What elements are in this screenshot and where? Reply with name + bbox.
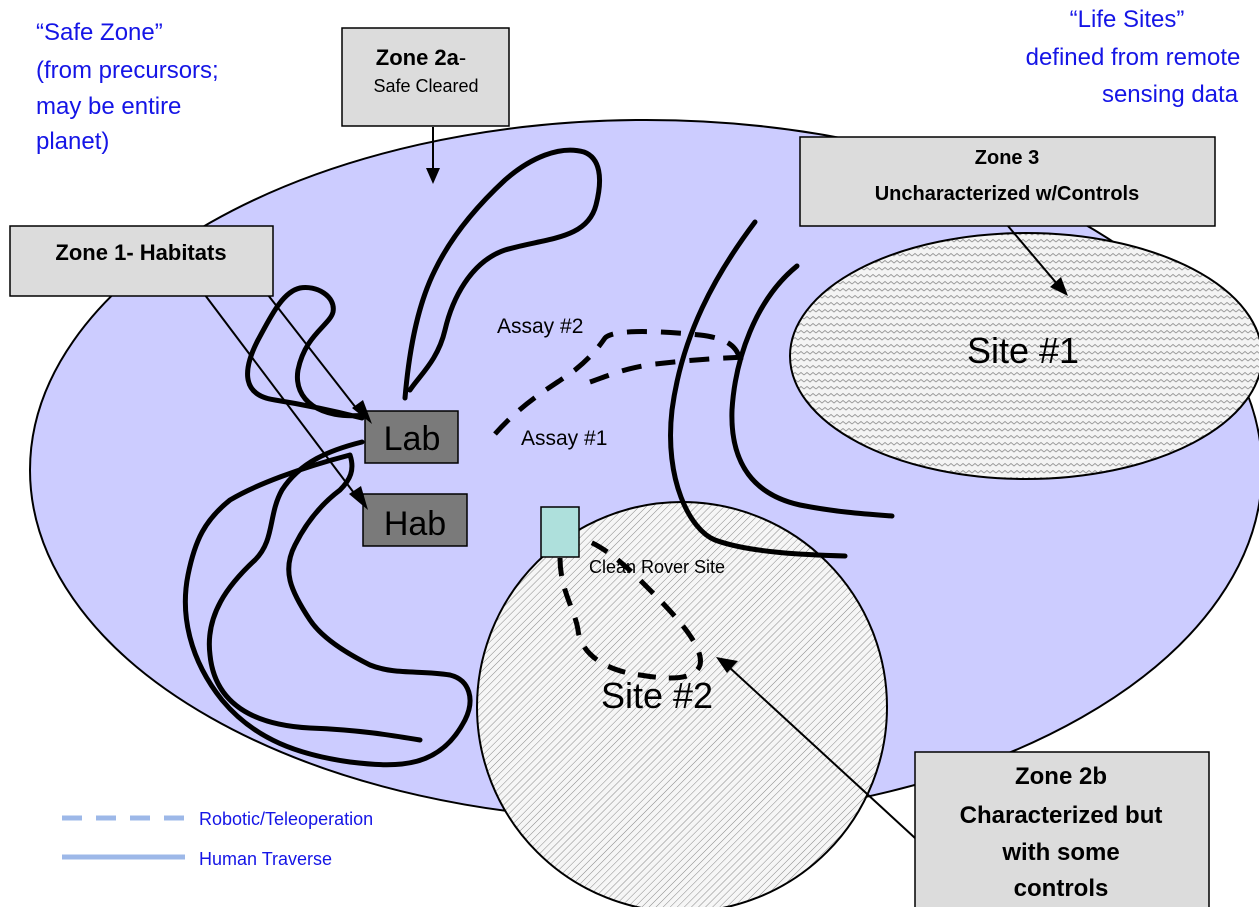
legend-robotic-label: Robotic/Teleoperation — [199, 809, 373, 829]
zone2a-title: Zone 2a- — [376, 45, 466, 70]
zone2b-arrowhead — [716, 657, 738, 673]
zone2a-subtitle: Safe Cleared — [373, 76, 478, 96]
legend: Robotic/Teleoperation Human Traverse — [62, 809, 373, 869]
assay1-label: Assay #1 — [521, 427, 607, 450]
zone1-arrow-hab — [204, 294, 358, 498]
site2-label: Site #2 — [601, 675, 713, 716]
human-traverse-path — [182, 452, 473, 768]
site1-label: Site #1 — [967, 330, 1079, 371]
robotic-path-assay1 — [493, 329, 743, 436]
zone1-arrowhead-hab — [349, 486, 368, 510]
lab-building — [364, 410, 459, 464]
zone2b-line2: Characterized but — [960, 802, 1163, 829]
zone2b-line4: controls — [1014, 875, 1109, 902]
zone2b-box — [914, 751, 1210, 907]
safe-zone-line3: may be entire — [36, 93, 181, 120]
hab-building — [362, 493, 468, 547]
life-sites-line1: “Life Sites” — [1070, 6, 1185, 33]
lab-label: Lab — [384, 420, 441, 458]
human-traverse-path — [729, 263, 895, 519]
site1-ellipse — [789, 232, 1259, 480]
human-traverse-path — [668, 219, 848, 559]
zone3-arrowhead — [1050, 277, 1068, 296]
zone3-title: Zone 3 — [975, 147, 1039, 169]
human-traverse-path — [402, 147, 603, 401]
zone3-subtitle: Uncharacterized w/Controls — [875, 183, 1140, 205]
zone1-label: Zone 1- Habitats — [55, 240, 226, 265]
arrows — [204, 127, 1068, 839]
life-sites-line3: sensing data — [1102, 81, 1239, 108]
zone2a-arrowhead — [426, 168, 440, 184]
safe-zone-annotation: “Safe Zone” (from precursors; may be ent… — [36, 19, 219, 155]
zone3-box — [799, 136, 1216, 227]
human-traverse-path — [245, 285, 368, 421]
zone2b-line3: with some — [1001, 839, 1119, 866]
clean-rover-site-label: Clean Rover Site — [589, 557, 725, 577]
hab-label: Hab — [384, 505, 446, 543]
human-traverse-path — [206, 439, 423, 743]
zone1-arrow-lab — [267, 294, 361, 414]
clean-rover-site-marker — [540, 506, 580, 558]
zone2a-box — [341, 27, 510, 127]
zone3-arrow — [1007, 225, 1059, 286]
life-sites-annotation: “Life Sites” defined from remote sensing… — [1026, 6, 1241, 108]
robotic-path-rover-loop — [557, 537, 703, 681]
assay2-label: Assay #2 — [497, 315, 583, 338]
safe-zone-line1: “Safe Zone” — [36, 19, 163, 46]
zone2b-arrow — [729, 667, 916, 839]
zone2b-line1: Zone 2b — [1015, 763, 1107, 790]
life-sites-line2: defined from remote — [1026, 44, 1241, 71]
robotic-path-assay2 — [589, 354, 749, 385]
safe-zone-line2: (from precursors; — [36, 57, 219, 84]
zone1-box — [9, 225, 274, 297]
safe-zone-line4: planet) — [36, 128, 109, 155]
legend-human-label: Human Traverse — [199, 849, 332, 869]
zone1-arrowhead-lab — [352, 400, 372, 424]
